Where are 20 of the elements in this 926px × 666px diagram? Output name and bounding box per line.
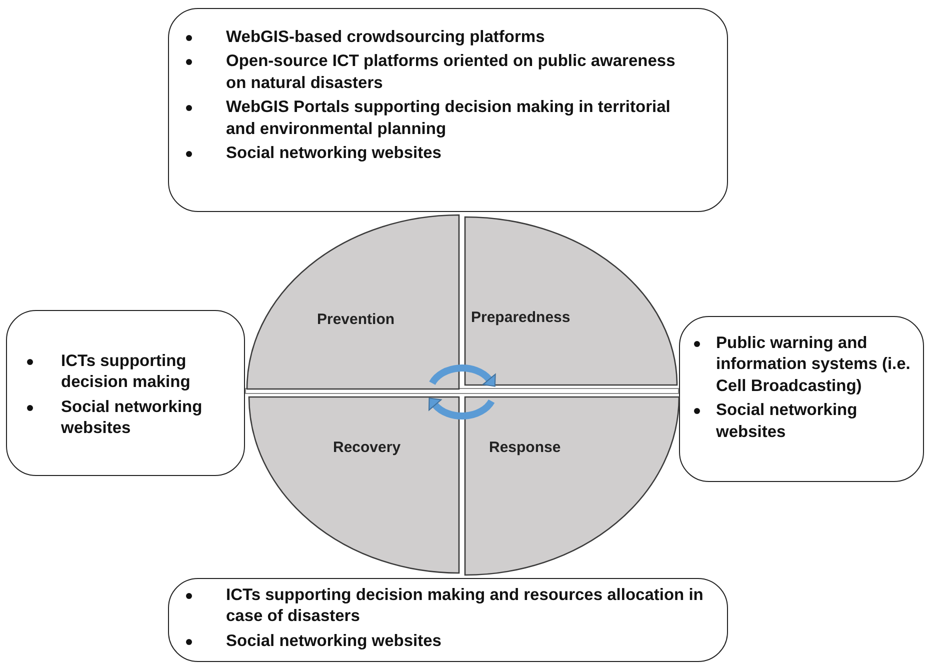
bullet-item: Public warning and information systems (i.e. Cell Broadcasting) <box>716 333 912 397</box>
bullet-item: Social networking websites <box>226 630 442 652</box>
curved-arrow <box>428 398 494 420</box>
phase-label: Preparedness <box>471 309 570 326</box>
curved-arrow <box>429 364 496 387</box>
bullet-item: Social networking websites <box>61 396 204 440</box>
bullet-item: WebGIS-based crowdsourcing platforms <box>226 27 545 48</box>
bullet-item: ICTs supporting decision making and resources allocation in case of disasters <box>226 585 704 628</box>
rounded-text-box <box>6 310 245 476</box>
bullet-item: Open-source ICT platforms oriented on public awareness on natural disasters <box>226 51 676 94</box>
rounded-text-box <box>168 8 728 212</box>
bullet-item: ICTs supporting decision making <box>61 351 192 394</box>
bullet-item: WebGIS Portals supporting decision making in territorial and environmental planning <box>226 97 672 140</box>
bullet-item: Social networking websites <box>226 143 442 164</box>
phase-label: Response <box>489 439 561 456</box>
phase-label: Recovery <box>333 439 401 456</box>
rounded-text-box <box>679 316 924 482</box>
bullet-item: Social networking websites <box>716 400 858 443</box>
rounded-text-box <box>168 578 728 662</box>
phase-label: Prevention <box>317 311 395 328</box>
